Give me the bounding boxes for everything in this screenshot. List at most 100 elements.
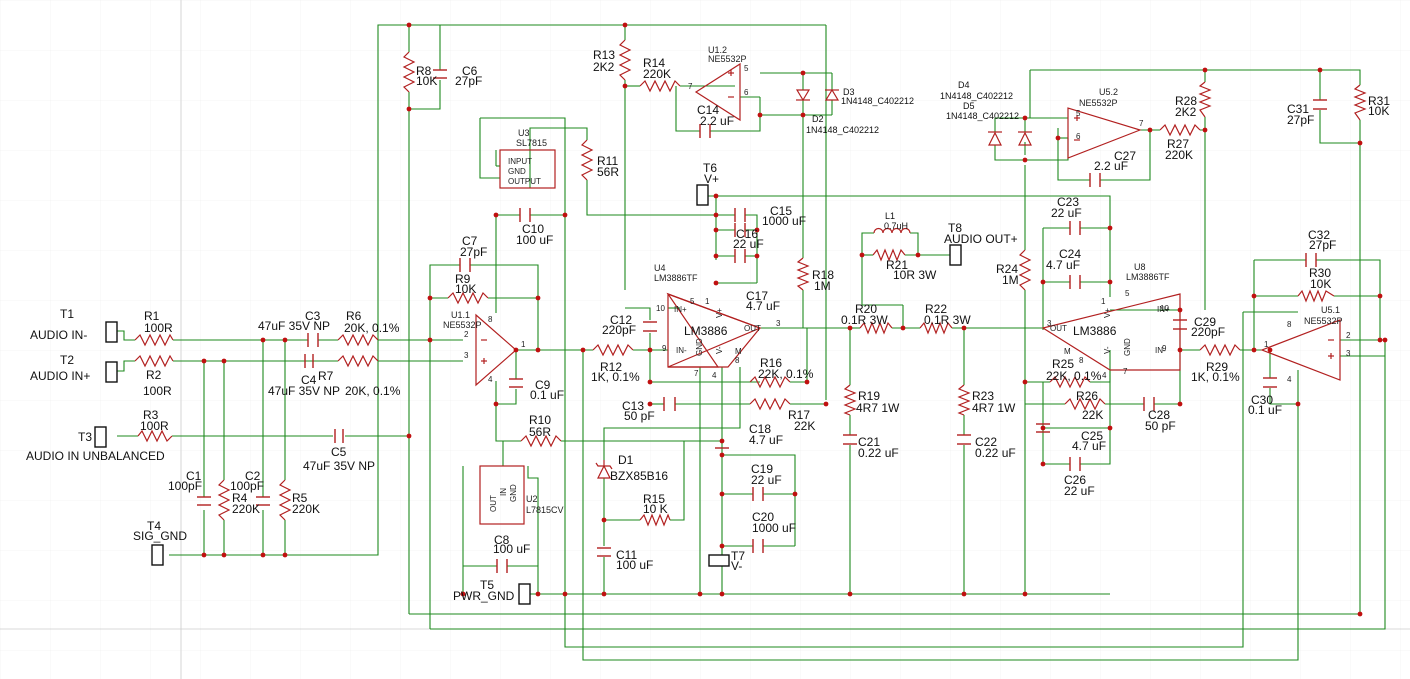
r28-symbol — [1198, 81, 1212, 118]
t3-symbol — [94, 426, 107, 448]
u8-pin-7: 7 — [1123, 367, 1128, 376]
r24-value: 1M — [1002, 273, 1019, 287]
d4-value: 1N4148_C402212 — [940, 91, 1013, 101]
c13-value: 50 pF — [624, 409, 655, 423]
u5-1-pin-8: 8 — [1287, 320, 1292, 329]
u3-pin-gnd: GND — [508, 167, 526, 176]
c22-symbol — [957, 434, 971, 445]
c28-symbol — [1143, 397, 1155, 411]
c23-ref: C23 — [1057, 195, 1079, 209]
c10-ref: C10 — [522, 222, 544, 236]
r15-ref: R15 — [643, 492, 665, 506]
u5-1-pin-3: 3 — [1346, 349, 1351, 358]
d5-ref: D5 — [963, 101, 975, 111]
u5-2-pin-7: 7 — [1139, 119, 1144, 128]
d5-value: 1N4148_C402212 — [946, 111, 1019, 121]
r6-ref: R6 — [346, 309, 362, 323]
r18-value: 1M — [814, 279, 831, 293]
c1-symbol — [197, 496, 211, 506]
u1-2-symbol — [694, 62, 741, 122]
c9-ref: C9 — [535, 378, 551, 392]
u1-2-value: NE5532P — [708, 54, 747, 64]
t8-ref: T8 — [948, 221, 962, 235]
u3-ref: U3 — [518, 128, 530, 138]
u4-pin-7: 7 — [694, 369, 699, 378]
u1-1-ref: U1.1 — [451, 310, 470, 320]
c17-value: 4.7 uF — [746, 299, 780, 313]
r6-symbol — [337, 333, 379, 347]
r19-ref: R19 — [858, 389, 880, 403]
r21-symbol — [872, 248, 906, 262]
c27-ref: C27 — [1114, 149, 1136, 163]
c8-symbol — [496, 559, 508, 573]
c18-ref: C18 — [749, 422, 771, 436]
resistor-symbols — [134, 39, 1367, 527]
u4-pin-1: 1 — [705, 297, 710, 306]
diode-symbols — [595, 88, 1032, 479]
r13-ref: R13 — [593, 48, 615, 62]
c23-value: 22 uF — [1051, 206, 1082, 220]
c8-value: 100 uF — [493, 542, 530, 556]
c11-symbol — [597, 547, 611, 557]
r14-value: 220K — [643, 67, 671, 81]
c30-value: 0.1 uF — [1248, 403, 1282, 417]
c29-ref: C29 — [1194, 315, 1216, 329]
r29-symbol — [1199, 343, 1241, 357]
c19-value: 22 uF — [751, 473, 782, 487]
r7-value: 20K, 0.1% — [345, 384, 401, 398]
r29-value: 1K, 0.1% — [1191, 370, 1240, 384]
u8-pin-label-v-plus: V+ — [1103, 308, 1112, 318]
c26-symbol — [1069, 457, 1081, 471]
u2-value: L7815CV — [526, 505, 564, 515]
c1-value: 100pF — [168, 479, 202, 493]
c24-value: 4.7 uF — [1046, 258, 1080, 272]
t3-ref: T3 — [78, 430, 92, 444]
d1-ref: D1 — [618, 453, 634, 467]
r31-value: 10K — [1368, 104, 1389, 118]
c3-ref: C3 — [305, 309, 321, 323]
r1-symbol — [134, 333, 174, 347]
d3-symbol — [824, 88, 840, 101]
r25-ref: R25 — [1052, 357, 1074, 371]
r7-ref: R7 — [318, 369, 334, 383]
u1-2-pin-5: 5 — [744, 64, 749, 73]
c29-value: 220pF — [1191, 325, 1225, 339]
u2-pin-out: OUT — [489, 495, 498, 512]
r30-value: 10K — [1310, 277, 1331, 291]
c4-ref: C4 — [301, 373, 317, 387]
c2-symbol — [256, 496, 270, 506]
r24-symbol — [1018, 249, 1032, 291]
r1-value: 100R — [144, 321, 173, 335]
u8-pin-10: 10 — [1160, 304, 1169, 313]
d1-value: BZX85B16 — [610, 469, 668, 483]
c9-symbol — [509, 378, 523, 388]
t8-label: AUDIO OUT+ — [944, 232, 1018, 246]
u5-2-ref: U5.2 — [1099, 87, 1118, 97]
r5-symbol — [278, 479, 292, 521]
u1-1-pin-3: 3 — [464, 351, 469, 360]
c23-symbol — [1069, 221, 1081, 235]
t5-ref: T5 — [480, 578, 494, 592]
r8-symbol — [402, 51, 416, 93]
r21-value: 10R 3W — [893, 268, 937, 282]
u4-pin-label-out: OUT — [744, 324, 761, 333]
r4-ref: R4 — [232, 491, 248, 505]
c8-ref: C8 — [494, 533, 510, 547]
r22-value: 0.1R 3W — [924, 313, 971, 327]
u8-pin-label-in-plus: IN+ — [1157, 305, 1170, 314]
r16-ref: R16 — [760, 356, 782, 370]
r23-ref: R23 — [972, 389, 994, 403]
c17-symbol — [734, 249, 746, 263]
u5-1-value: NE5532P — [1304, 316, 1343, 326]
u5-1-symbol — [1260, 319, 1341, 381]
u8-pin-label-v-minus: V- — [1103, 346, 1112, 354]
r16-value: 22K, 0.1% — [758, 367, 814, 381]
u8-pin-1: 1 — [1101, 297, 1106, 306]
u4-pin-label-in-plus: IN+ — [674, 305, 687, 314]
r20-symbol — [859, 321, 893, 335]
c2-ref: C2 — [245, 469, 261, 483]
d5-symbol — [1018, 131, 1032, 146]
c32-value: 27pF — [1309, 238, 1336, 252]
u4-pin-label-m: M — [735, 347, 742, 356]
c13-ref: C13 — [622, 399, 644, 413]
